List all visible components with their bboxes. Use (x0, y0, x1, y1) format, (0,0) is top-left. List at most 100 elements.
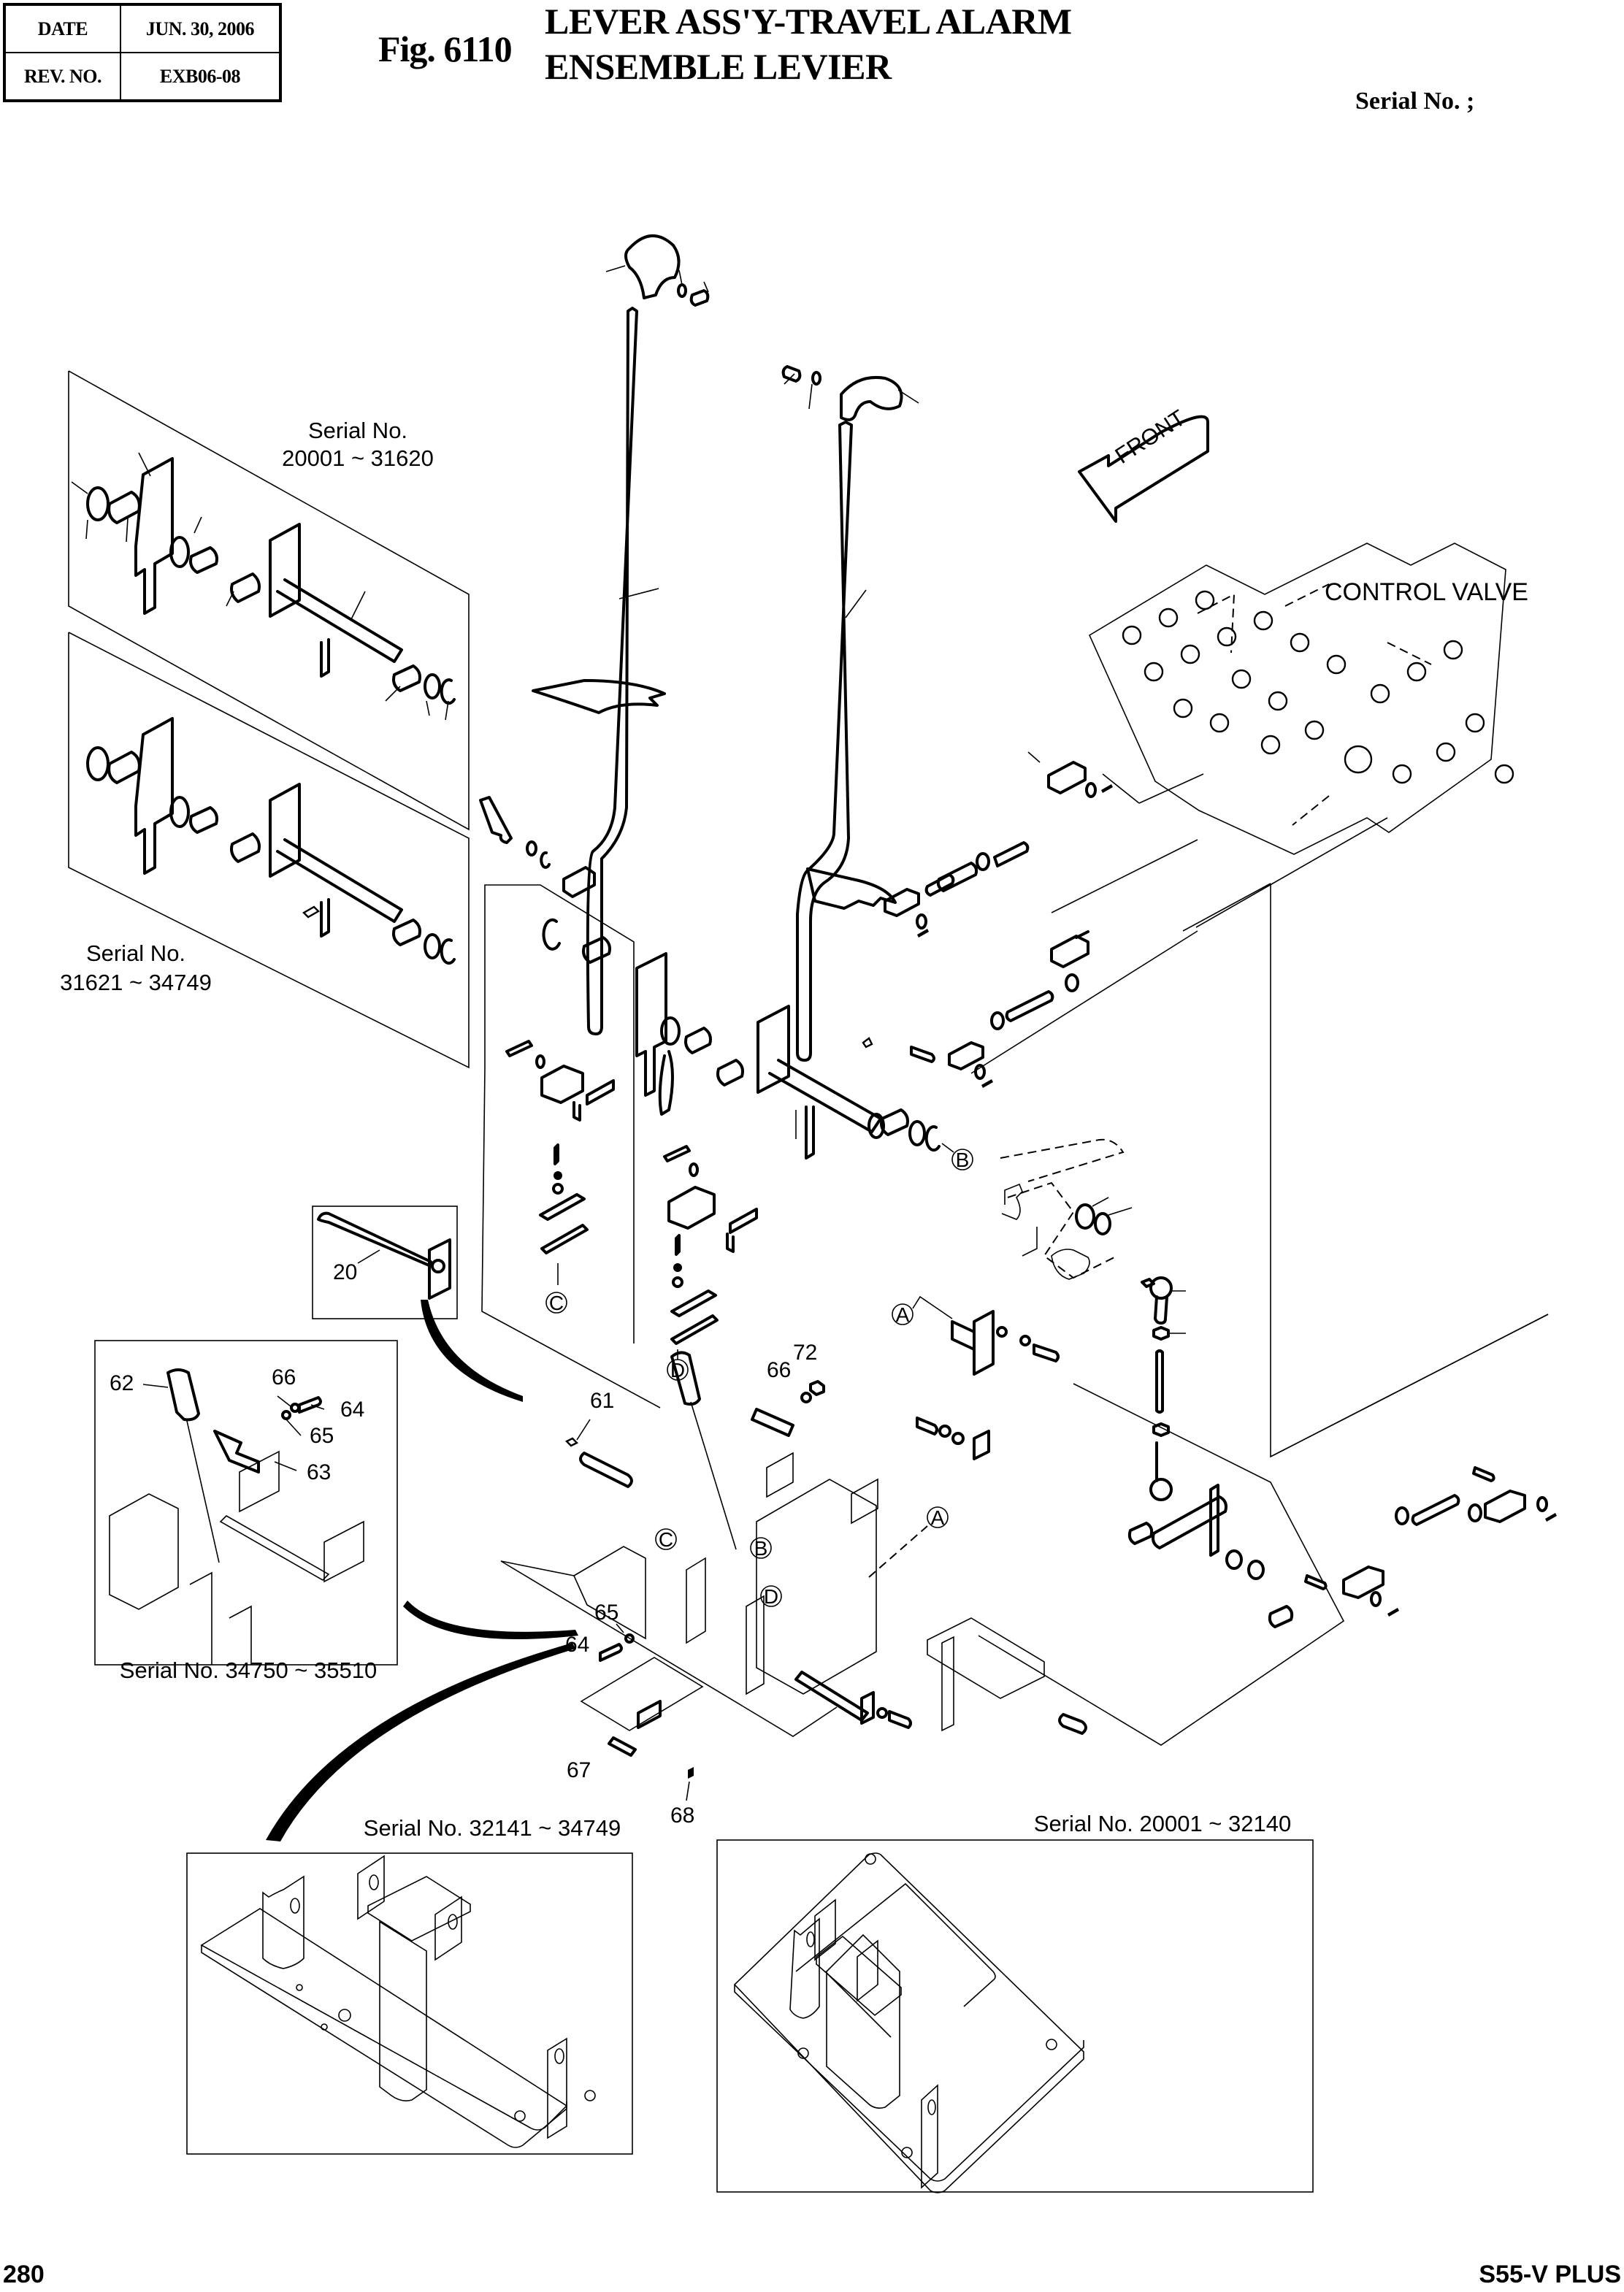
base-right-serial: Serial No. 20001 ~ 32140 (1034, 1811, 1291, 1836)
bolt-icon (599, 1643, 623, 1662)
pin-icon (951, 1320, 976, 1351)
title-french: ENSEMBLE LEVIER (545, 46, 892, 87)
bracket-leg-icon (320, 638, 330, 678)
front-arrow-icon (1078, 415, 1209, 523)
hole-icon (296, 1984, 303, 1991)
screw-icon (675, 1234, 681, 1256)
spring-icon (688, 1767, 694, 1779)
bracket-leg-icon (805, 1105, 815, 1160)
right-upright-outline (921, 2084, 938, 2189)
washer-icon (552, 1183, 564, 1195)
snap-ring-icon (542, 918, 561, 951)
grease-nipple-icon (862, 1037, 873, 1049)
stand-center-bracket (686, 1557, 706, 1644)
nut-icon (1468, 1503, 1482, 1522)
threaded-rod-icon (936, 862, 978, 892)
frame-boundary (484, 884, 635, 1344)
washer-icon (624, 1633, 635, 1644)
washer-icon (1085, 782, 1097, 798)
base-left-serial: Serial No. 32141 ~ 34749 (364, 1815, 621, 1841)
stand-lug-outline (323, 1520, 364, 1583)
nut-icon (809, 1380, 825, 1396)
leader-swoosh (421, 1300, 523, 1402)
hole-icon (797, 2047, 809, 2059)
switch-bracket-icon (539, 1193, 586, 1221)
stand-right-bracket (746, 1595, 765, 1695)
frame-boundary-lower (978, 1383, 1345, 1746)
washer-icon (672, 1276, 683, 1288)
left-upright-outline (262, 1875, 304, 1969)
ring-icon (424, 673, 441, 700)
ref-marker-c-frame (655, 1528, 677, 1550)
bushing-icon (107, 491, 141, 524)
snap-ring-icon (924, 1125, 941, 1152)
callout-62: 62 (110, 1371, 134, 1395)
inset-frame (312, 1206, 458, 1319)
ref-marker-d-frame (760, 1585, 782, 1607)
ref-c-frame-label: C (659, 1528, 673, 1551)
bolt-icon (298, 1396, 322, 1414)
switch-plunger-icon (572, 1101, 581, 1122)
bushing-icon (230, 572, 261, 603)
pin-plate-hole-icon (431, 1259, 445, 1273)
pin-plate-icon (428, 1238, 451, 1300)
washer-icon (800, 1392, 812, 1403)
ref-marker-a (892, 1303, 914, 1325)
tower-lug-outline (814, 1898, 836, 1961)
clevis-icon (1050, 935, 1089, 968)
travel-lever-left (532, 234, 710, 1035)
callout-72: 72 (793, 1341, 817, 1365)
bolt-icon (916, 1417, 938, 1436)
stand-tower-lug (851, 1478, 878, 1525)
figure-number: Fig. 6110 (378, 28, 513, 69)
bushing-icon (582, 936, 611, 964)
pedal-outline (1000, 1138, 1125, 1279)
threaded-rod-icon (1411, 1494, 1460, 1526)
screw-icon (554, 1143, 559, 1165)
ring-icon (424, 933, 441, 959)
callout-20: 20 (333, 1260, 357, 1284)
washer-icon (1019, 1335, 1031, 1346)
hole-icon (321, 2023, 328, 2031)
travel-lever-right (781, 365, 919, 1062)
screw-icon (505, 1040, 533, 1057)
ball-joint-neck-icon (1154, 1295, 1168, 1325)
lever-grip-icon (840, 376, 903, 421)
pin-icon (924, 873, 955, 897)
stand-post-outline (189, 1571, 252, 1665)
hub-icon (169, 796, 190, 828)
bolt-icon (689, 289, 710, 307)
control-valve-label: CONTROL VALVE (1325, 578, 1528, 606)
tower-lug-outline (857, 1939, 878, 2002)
pin-rod-icon (317, 1211, 432, 1268)
lever-rod-icon (586, 307, 638, 1035)
bushing-icon (1127, 1522, 1154, 1545)
inset-mid-serial-label: Serial No. (86, 940, 185, 966)
stand-upright-outline (109, 1493, 179, 1610)
stand-tower (756, 1479, 877, 1695)
bushing-icon (684, 1027, 712, 1054)
bracket-plate-icon (134, 457, 174, 615)
revision-table: DATE JUN. 30, 2006 REV. NO. EXB06-08 (3, 3, 282, 102)
switch-bracket-icon (670, 1289, 717, 1317)
frame-boundary-right (1270, 884, 1549, 1458)
frame-boundary-right (1195, 817, 1388, 928)
title-english: LEVER ASS'Y-TRAVEL ALARM (545, 1, 1072, 42)
switch-plate-icon (729, 1208, 758, 1234)
nut-icon (1247, 1560, 1265, 1580)
nut-icon (1152, 1422, 1170, 1437)
hole-icon (927, 2099, 936, 2115)
hole-icon (369, 1874, 379, 1890)
hole-icon (514, 2110, 526, 2122)
bracket-plate-icon (635, 952, 667, 1097)
tube-end-icon (867, 1113, 885, 1139)
nut-icon (1065, 973, 1079, 992)
bracket-plate-icon (134, 717, 174, 875)
bolt-icon (781, 365, 802, 383)
base-plate-edge (734, 1985, 1084, 2182)
linkage-lower-right (1127, 1466, 1557, 1628)
inset-frame (716, 1839, 1314, 2193)
pin-icon (1304, 1574, 1328, 1590)
bolt-icon (888, 1710, 912, 1729)
frame-boundary-right (1270, 1314, 1549, 1457)
